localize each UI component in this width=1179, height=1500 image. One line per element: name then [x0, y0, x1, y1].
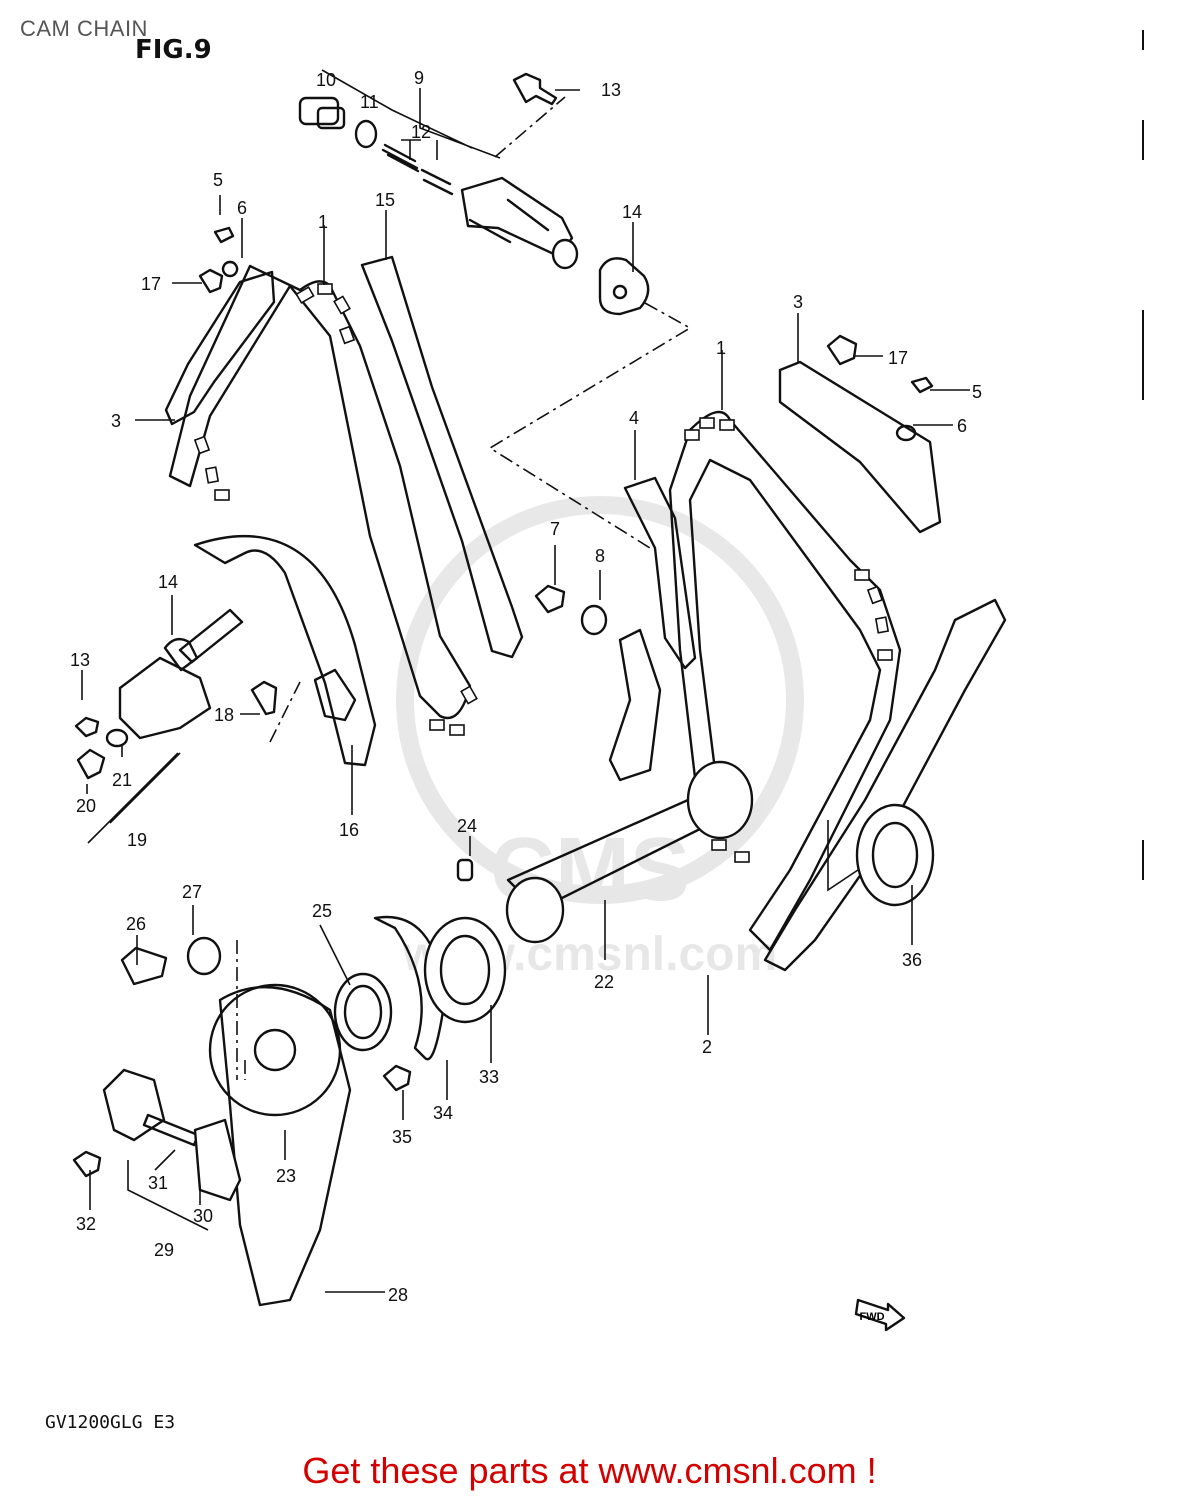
fwd-label: FWD [859, 1311, 884, 1323]
bolt-13-left [74, 716, 100, 738]
bolt-26 [120, 946, 168, 986]
callout-15: 15 [375, 190, 395, 210]
callout-23: 23 [276, 1166, 296, 1186]
callout-6-right: 6 [957, 416, 967, 436]
figure-label: FIG.9 [135, 35, 212, 65]
callout-1: 1 [318, 212, 328, 232]
tensioner-spring [178, 608, 244, 664]
guide-bracket [608, 628, 662, 782]
chain-links-left [193, 283, 478, 736]
oil-seal-25 [333, 972, 393, 1052]
shoe-bracket [313, 668, 357, 722]
chain-guide-3-right [778, 360, 942, 534]
chain-links-right [684, 417, 893, 863]
callout-22: 22 [594, 972, 614, 992]
bearing-33 [423, 916, 507, 1024]
callout-13: 13 [601, 80, 621, 100]
edge-mark [1142, 120, 1144, 160]
cmsnl-watermark: CMS www.cmsnl.com [396, 496, 804, 981]
callout-36: 36 [902, 950, 922, 970]
shaft-end [505, 876, 565, 944]
callout-12: 12 [411, 122, 431, 142]
fwd-arrow-icon: FWD [854, 1298, 906, 1332]
callout-3: 3 [111, 411, 121, 431]
shoe-30 [193, 1118, 242, 1202]
tensioner-shoe-16 [193, 535, 377, 767]
edge-mark [1142, 310, 1144, 400]
callout-18: 18 [214, 705, 234, 725]
tensioner-29-body [102, 1068, 166, 1142]
washer-27 [186, 936, 222, 976]
retainer-34 [373, 915, 447, 1061]
chain-guide-2 [763, 598, 1007, 972]
callout-6: 6 [237, 198, 247, 218]
callout-16: 16 [339, 820, 359, 840]
callout-2: 2 [702, 1037, 712, 1057]
cam-chain-right [668, 410, 902, 952]
screw-35 [382, 1064, 412, 1092]
bolt-32 [72, 1150, 102, 1178]
callout-24: 24 [457, 816, 477, 836]
callout-32: 32 [76, 1214, 96, 1234]
cta-link[interactable]: Get these parts at www.cmsnl.com ! [302, 1450, 877, 1491]
callout-33: 33 [479, 1067, 499, 1087]
bearing-36 [855, 803, 935, 907]
callout-9: 9 [414, 68, 424, 88]
callout-4: 4 [629, 408, 639, 428]
edge-mark [1142, 840, 1144, 880]
bolt-7 [534, 584, 566, 614]
edge-mark [1142, 30, 1144, 50]
callout-labels: 10 9 13 11 12 5 6 15 14 17 1 3 3 17 5 6 … [70, 68, 982, 1305]
bolt-5-washer-6-right [895, 376, 934, 442]
callout-17-right: 17 [888, 348, 908, 368]
upper-tensioner-assembly [298, 72, 650, 316]
bolt-5-washer-6-left [213, 226, 239, 278]
bolt-18 [250, 680, 278, 716]
callout-34: 34 [433, 1103, 453, 1123]
callout-5-right: 5 [972, 382, 982, 402]
washer-8 [580, 604, 608, 636]
page-title: CAM CHAIN [20, 16, 148, 41]
bolt-17-left [198, 268, 224, 294]
cam-chain-28 [218, 985, 352, 1307]
callout-1-right: 1 [716, 338, 726, 358]
chain-guide-15 [360, 255, 524, 659]
callout-3-right: 3 [793, 292, 803, 312]
callout-10: 10 [316, 70, 336, 90]
callout-20: 20 [76, 796, 96, 816]
callout-5: 5 [213, 170, 223, 190]
callout-14: 14 [622, 202, 642, 222]
callout-31: 31 [148, 1173, 168, 1193]
shaft-sprocket [686, 760, 754, 840]
callout-19: 19 [127, 830, 147, 850]
callout-17: 17 [141, 274, 161, 294]
bolt-17-right [826, 334, 858, 366]
dowel-24 [456, 858, 474, 882]
callout-26: 26 [126, 914, 146, 934]
callout-11: 11 [360, 92, 379, 112]
spring-31 [142, 1113, 200, 1147]
chain-guide-4 [623, 476, 697, 670]
gasket-14-left [163, 637, 199, 672]
washer-21 [105, 728, 129, 748]
callout-28: 28 [388, 1285, 408, 1305]
callout-7: 7 [550, 519, 560, 539]
callout-21: 21 [112, 770, 132, 790]
callout-27: 27 [182, 882, 202, 902]
leader-lines [81, 69, 970, 1293]
callout-13-left: 13 [70, 650, 90, 670]
callout-35: 35 [392, 1127, 412, 1147]
model-code: GV1200GLG E3 [45, 1412, 176, 1433]
bolt-20 [76, 748, 106, 780]
callout-30: 30 [193, 1206, 213, 1226]
dash-lines [236, 96, 692, 1080]
cam-chain-left [168, 264, 472, 720]
callout-25: 25 [312, 901, 332, 921]
chain-guide-3-left [164, 270, 276, 426]
callout-14-left: 14 [158, 572, 178, 592]
callout-29: 29 [154, 1240, 174, 1260]
callout-8: 8 [595, 546, 605, 566]
tensioner-19-body [118, 656, 212, 740]
